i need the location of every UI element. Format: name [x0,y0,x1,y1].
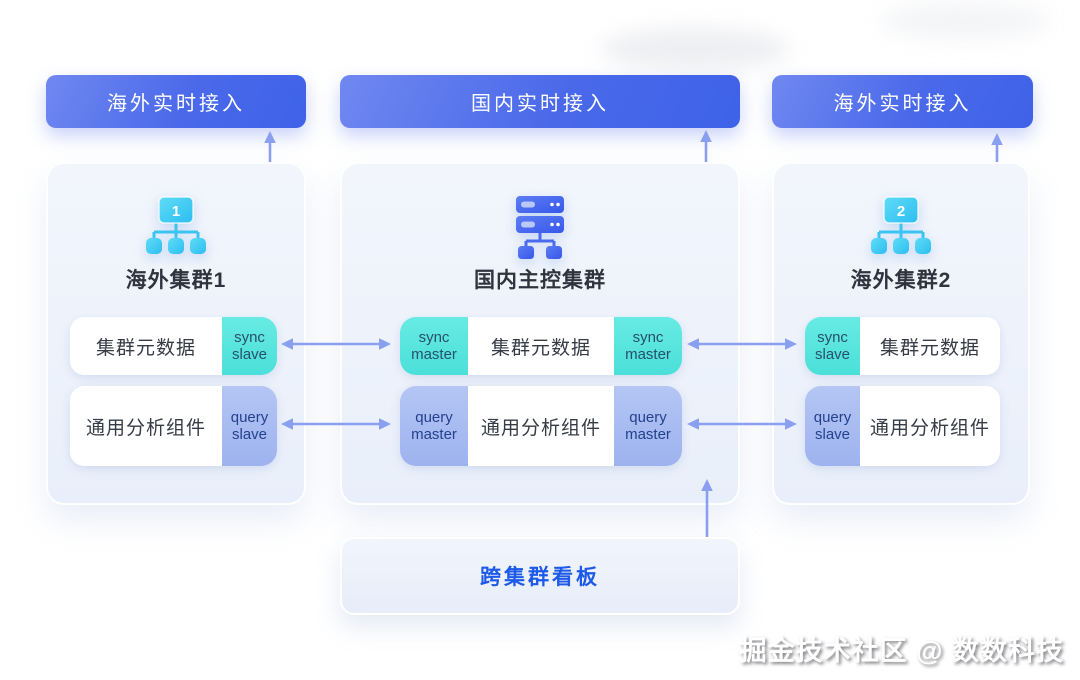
box-label: 集群元数据 [95,337,196,359]
box-label: 集群元数据 [879,337,980,359]
cluster-metadata-box: 集群元数据 [468,317,614,375]
box-label: 通用分析组件 [85,417,206,439]
box-label: 通用分析组件 [480,417,601,439]
cluster-title: 海外集群2 [850,269,952,292]
server-stack-icon [342,196,738,260]
panel-overseas-cluster-1: 1 海外集群1 集群元数据 sync slave 通用分析组件 query sl… [46,162,306,505]
metadata-row: sync slave 集群元数据 [805,317,1000,375]
analytics-row: 通用分析组件 query slave [70,386,277,466]
tag-label: sync slave [231,328,268,363]
left-right-arrow [281,417,391,436]
sync-slave-tag: sync slave [222,317,277,375]
analytics-row: query slave 通用分析组件 [805,386,1000,466]
analytics-component-box: 通用分析组件 [468,386,614,466]
shadow-decoration [600,28,790,70]
dashboard-label: 跨集群看板 [480,566,600,589]
cluster-metadata-box: 集群元数据 [860,317,1000,375]
watermark: 掘金技术社区 @ 数数科技 [739,636,1064,666]
tag-label: query master [411,408,457,443]
panel-overseas-cluster-2: 2 海外集群2 sync slave 集群元数据 query slave 通用分… [772,162,1030,505]
banner-overseas-access-right: 海外实时接入 [772,75,1033,128]
cluster-number-badge: 2 [897,203,905,220]
banner-label: 海外实时接入 [833,93,972,115]
cluster-title: 海外集群1 [125,269,227,292]
tag-label: sync master [411,328,457,363]
analytics-row: query master 通用分析组件 query master [400,386,682,466]
tag-label: sync slave [814,328,851,363]
tag-label: sync master [625,328,671,363]
cluster-number-badge: 1 [172,203,180,220]
banner-label: 海外实时接入 [107,93,245,115]
metadata-row: 集群元数据 sync slave [70,317,277,375]
sync-slave-tag: sync slave [805,317,860,375]
shadow-decoration [880,2,1050,40]
panel-domestic-master-cluster: 国内主控集群 sync master 集群元数据 sync master que… [340,162,740,505]
metadata-row: sync master 集群元数据 sync master [400,317,682,375]
cluster-metadata-box: 集群元数据 [70,317,222,375]
box-label: 集群元数据 [490,337,591,359]
cluster-title: 国内主控集群 [474,269,606,292]
tag-label: query slave [813,408,852,443]
cross-cluster-dashboard: 跨集群看板 [340,537,740,615]
sync-master-tag: sync master [614,317,682,375]
left-right-arrow [281,337,391,356]
analytics-component-box: 通用分析组件 [70,386,222,466]
analytics-component-box: 通用分析组件 [860,386,1000,466]
banner-domestic-access: 国内实时接入 [340,75,740,128]
banner-label: 国内实时接入 [471,93,609,115]
query-master-tag: query master [400,386,468,466]
query-master-tag: query master [614,386,682,466]
left-right-arrow [687,417,797,436]
cluster-tree-icon: 1 [48,196,304,256]
cluster-tree-icon: 2 [774,196,1028,256]
left-right-arrow [687,337,797,356]
sync-master-tag: sync master [400,317,468,375]
tag-label: query master [625,408,671,443]
box-label: 通用分析组件 [869,417,990,439]
query-slave-tag: query slave [222,386,277,466]
tag-label: query slave [230,408,269,443]
banner-overseas-access-left: 海外实时接入 [46,75,306,128]
query-slave-tag: query slave [805,386,860,466]
